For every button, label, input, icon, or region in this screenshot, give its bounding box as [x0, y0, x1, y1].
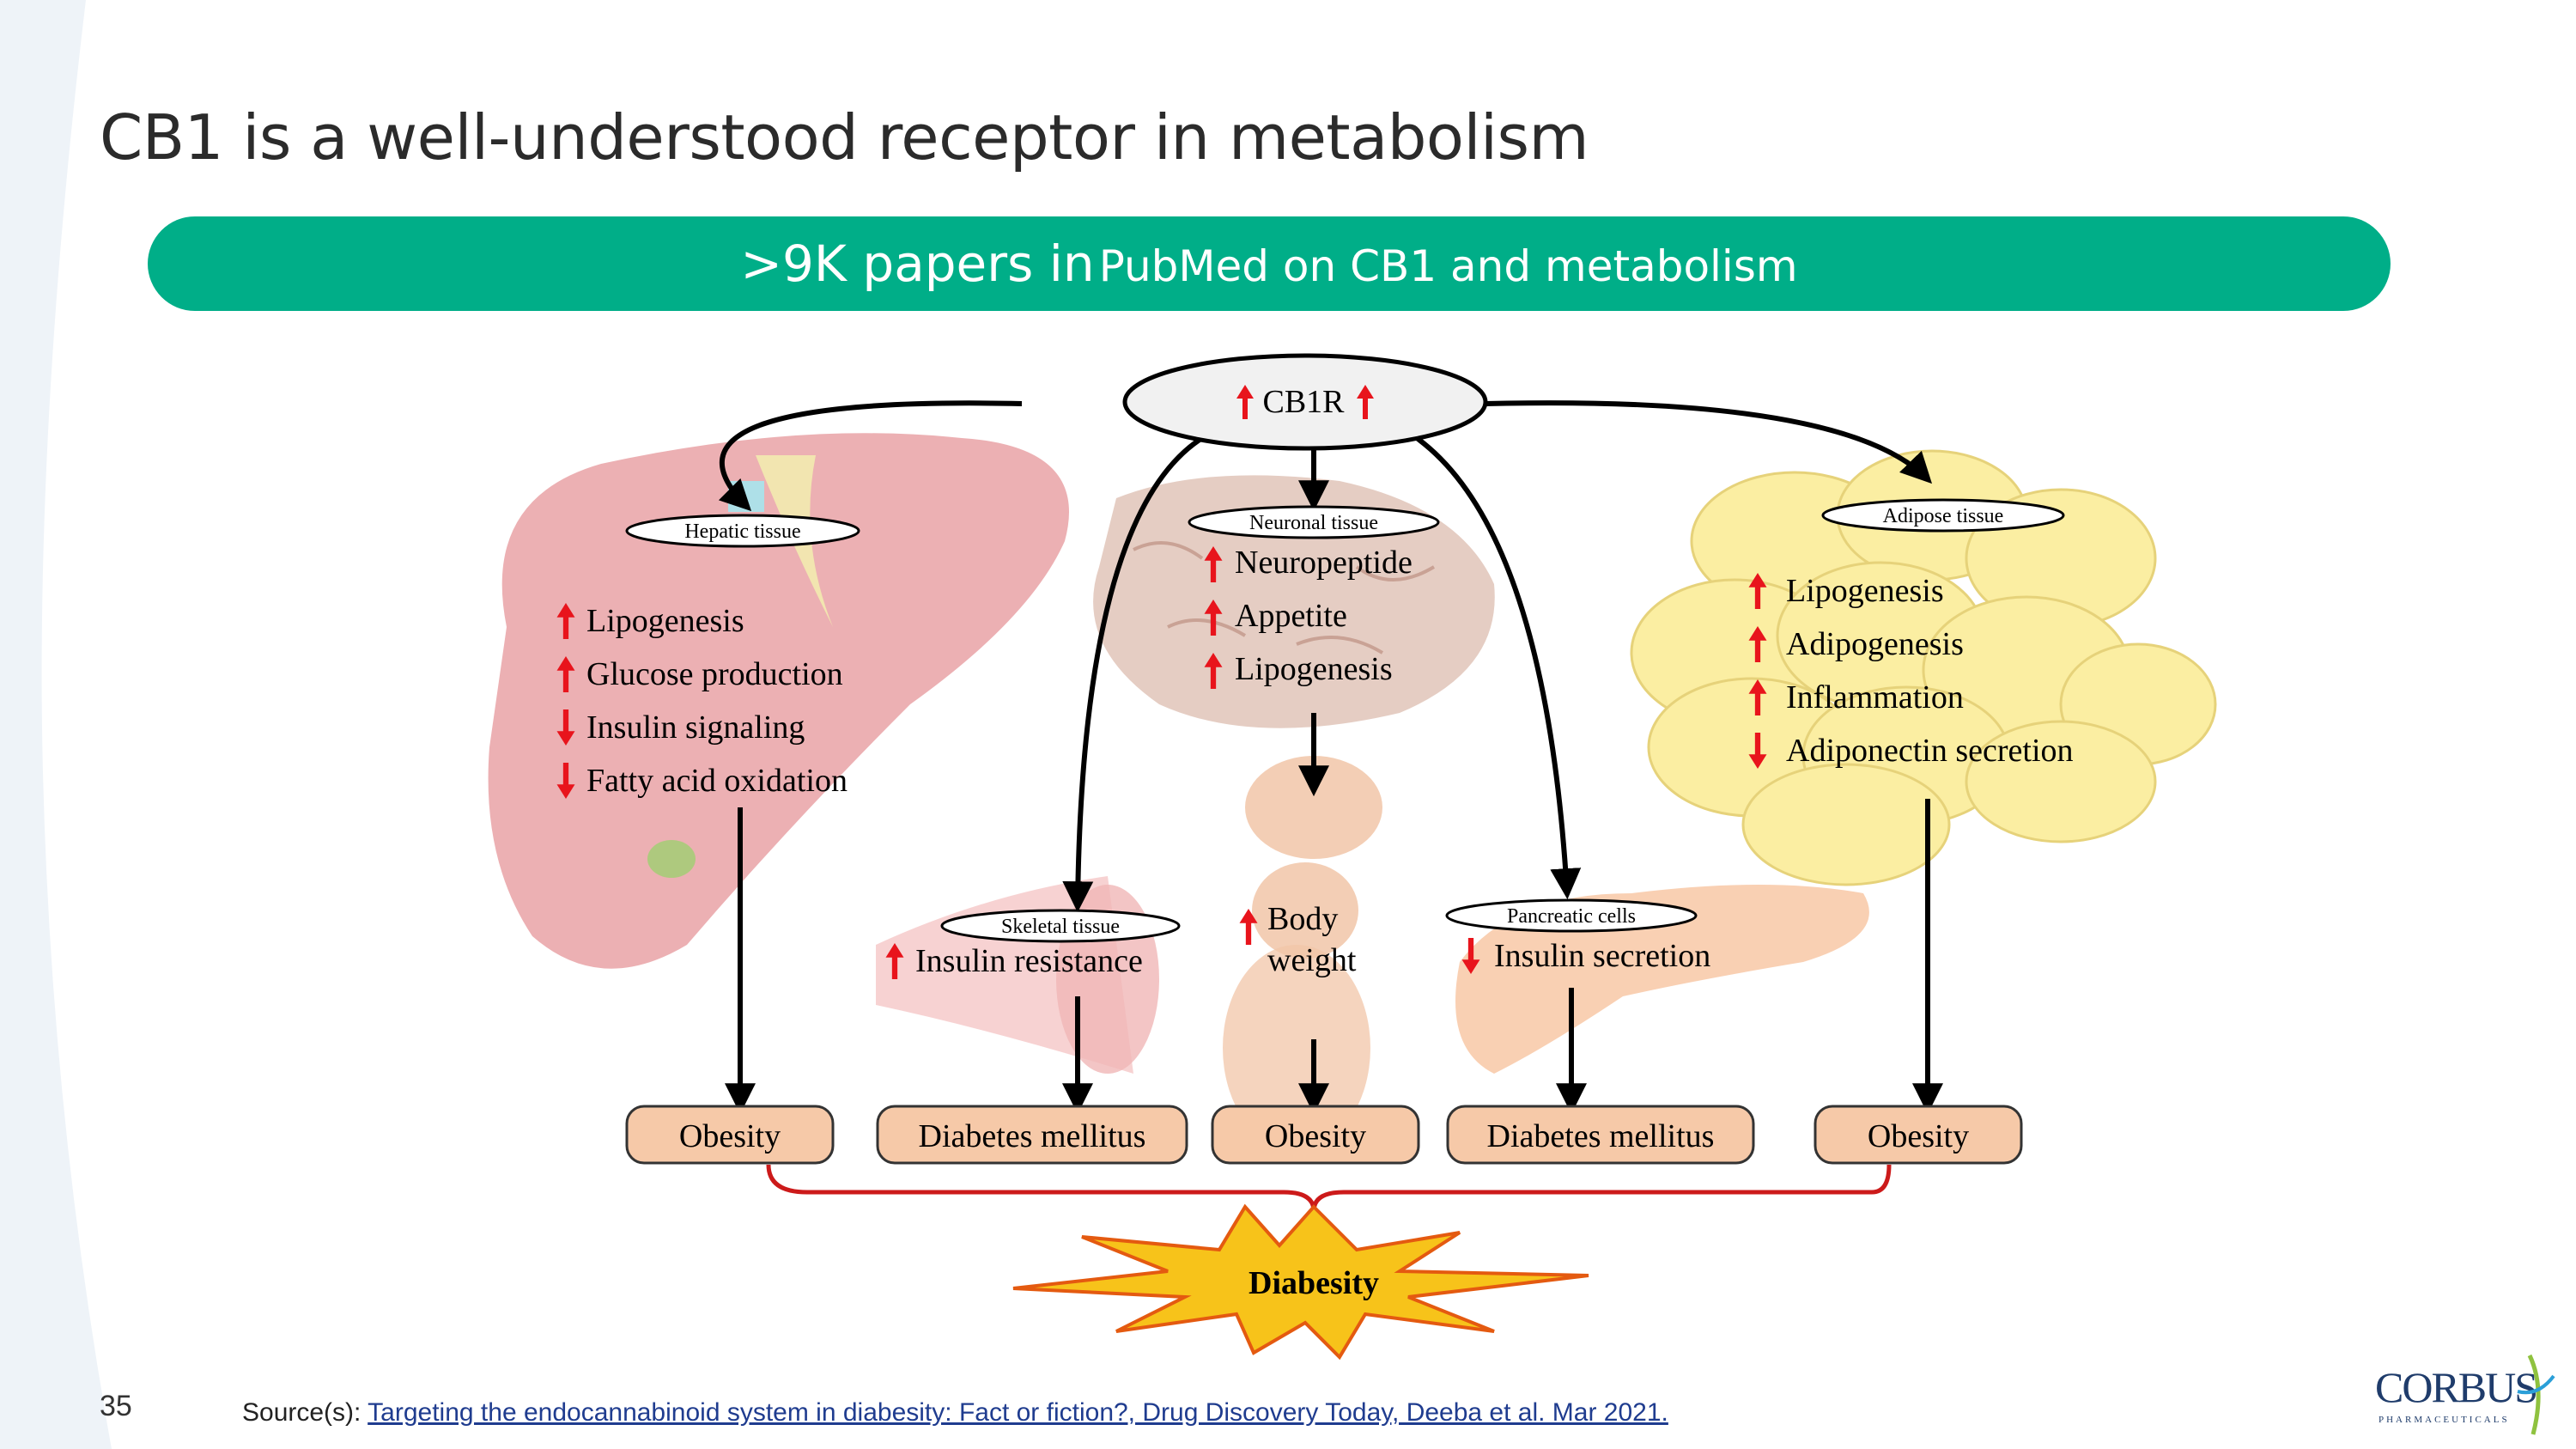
source-citation: Source(s): Targeting the endocannabinoid… [242, 1398, 1668, 1428]
corbus-logo: CORBUS PHARMACEUTICALS [2375, 1354, 2555, 1435]
pubmed-banner: >9K papers in PubMed on CB1 and metaboli… [148, 216, 2391, 311]
svg-text:Insulin resistance: Insulin resistance [915, 943, 1143, 979]
logo-subtitle: PHARMACEUTICALS [2379, 1415, 2510, 1425]
outcome-boxes: Obesity Diabetes mellitus Obesity Diabet… [625, 1105, 2023, 1165]
adipose-effects: Lipogenesis Adipogenesis Inflammation Ad… [1748, 573, 2074, 769]
outcome-label: Diabetes mellitus [1487, 1118, 1715, 1154]
hepatic-tissue-label: Hepatic tissue [684, 521, 800, 543]
outcome-label: Diabetes mellitus [919, 1118, 1146, 1154]
tissue-labels: Hepatic tissue Neuronal tissue Adipose t… [625, 498, 2065, 943]
hepatic-effects: Lipogenesis Glucose production Insulin s… [556, 603, 848, 799]
outcome-box [1211, 1105, 1420, 1165]
cb1-diagram: CB1R Hepatic tissue Neuronal tissue Adip… [488, 353, 2217, 1361]
outcome-box [625, 1105, 835, 1165]
hepatic-effect: Lipogenesis [586, 603, 744, 639]
logo-swoosh-icon [2517, 1374, 2555, 1395]
hepatic-effect: Glucose production [586, 656, 843, 692]
outcome-label: Obesity [1868, 1118, 1969, 1154]
adipose-effect: Inflammation [1786, 679, 1964, 715]
svg-text:weight: weight [1267, 942, 1357, 978]
neuronal-effect: Lipogenesis [1235, 651, 1393, 687]
neuronal-tissue-label: Neuronal tissue [1249, 512, 1378, 534]
slide-title: CB1 is a well-understood receptor in met… [100, 101, 1589, 174]
neuronal-effects: Neuropeptide Appetite Lipogenesis [1204, 545, 1413, 689]
diabesity-burst: Diabesity [1012, 1203, 1589, 1361]
diabesity-label: Diabesity [1249, 1265, 1379, 1301]
adipose-tissue-label: Adipose tissue [1883, 505, 2004, 527]
adipose-effect: Adiponectin secretion [1786, 733, 2074, 769]
outcome-label: Obesity [1265, 1118, 1366, 1154]
neuronal-effect: Appetite [1235, 598, 1347, 634]
skeletal-effect: Insulin resistance [885, 943, 1143, 979]
liver-illustration [488, 433, 1069, 969]
outcome-box [1446, 1105, 1755, 1165]
banner-text: PubMed on CB1 and metabolism [1098, 241, 1798, 291]
source-label: Source(s): [242, 1398, 361, 1427]
outcome-bracket [766, 1164, 1892, 1212]
logo-name: CORBUS [2375, 1363, 2537, 1411]
source-link[interactable]: Targeting the endocannabinoid system in … [368, 1398, 1668, 1427]
skeletal-tissue-label: Skeletal tissue [1001, 916, 1120, 938]
page-number: 35 [100, 1390, 132, 1422]
svg-text:Body: Body [1267, 901, 1338, 937]
pancreatic-effect: Insulin secretion [1461, 938, 1710, 974]
adipose-effect: Lipogenesis [1786, 573, 1944, 609]
banner-highlight: >9K papers in [740, 234, 1095, 293]
pancreatic-cells-label: Pancreatic cells [1507, 905, 1636, 928]
body-illustration [1223, 756, 1382, 1151]
cb1r-connectors [718, 400, 1943, 1115]
neuronal-effect: Neuropeptide [1235, 545, 1413, 581]
outcome-label: Obesity [679, 1118, 781, 1154]
adipose-effect: Adipogenesis [1786, 626, 1964, 662]
svg-text:Insulin secretion: Insulin secretion [1494, 938, 1710, 974]
hepatic-effect: Fatty acid oxidation [586, 763, 848, 799]
outcome-box [876, 1105, 1188, 1165]
background-curve [0, 0, 112, 1449]
cb1r-label: CB1R [1262, 384, 1345, 420]
body-weight-effect: Body weight [1239, 901, 1357, 978]
outcome-box [1814, 1105, 2023, 1165]
cb1r-node: CB1R [1122, 353, 1488, 451]
hepatic-effect: Insulin signaling [586, 709, 805, 746]
